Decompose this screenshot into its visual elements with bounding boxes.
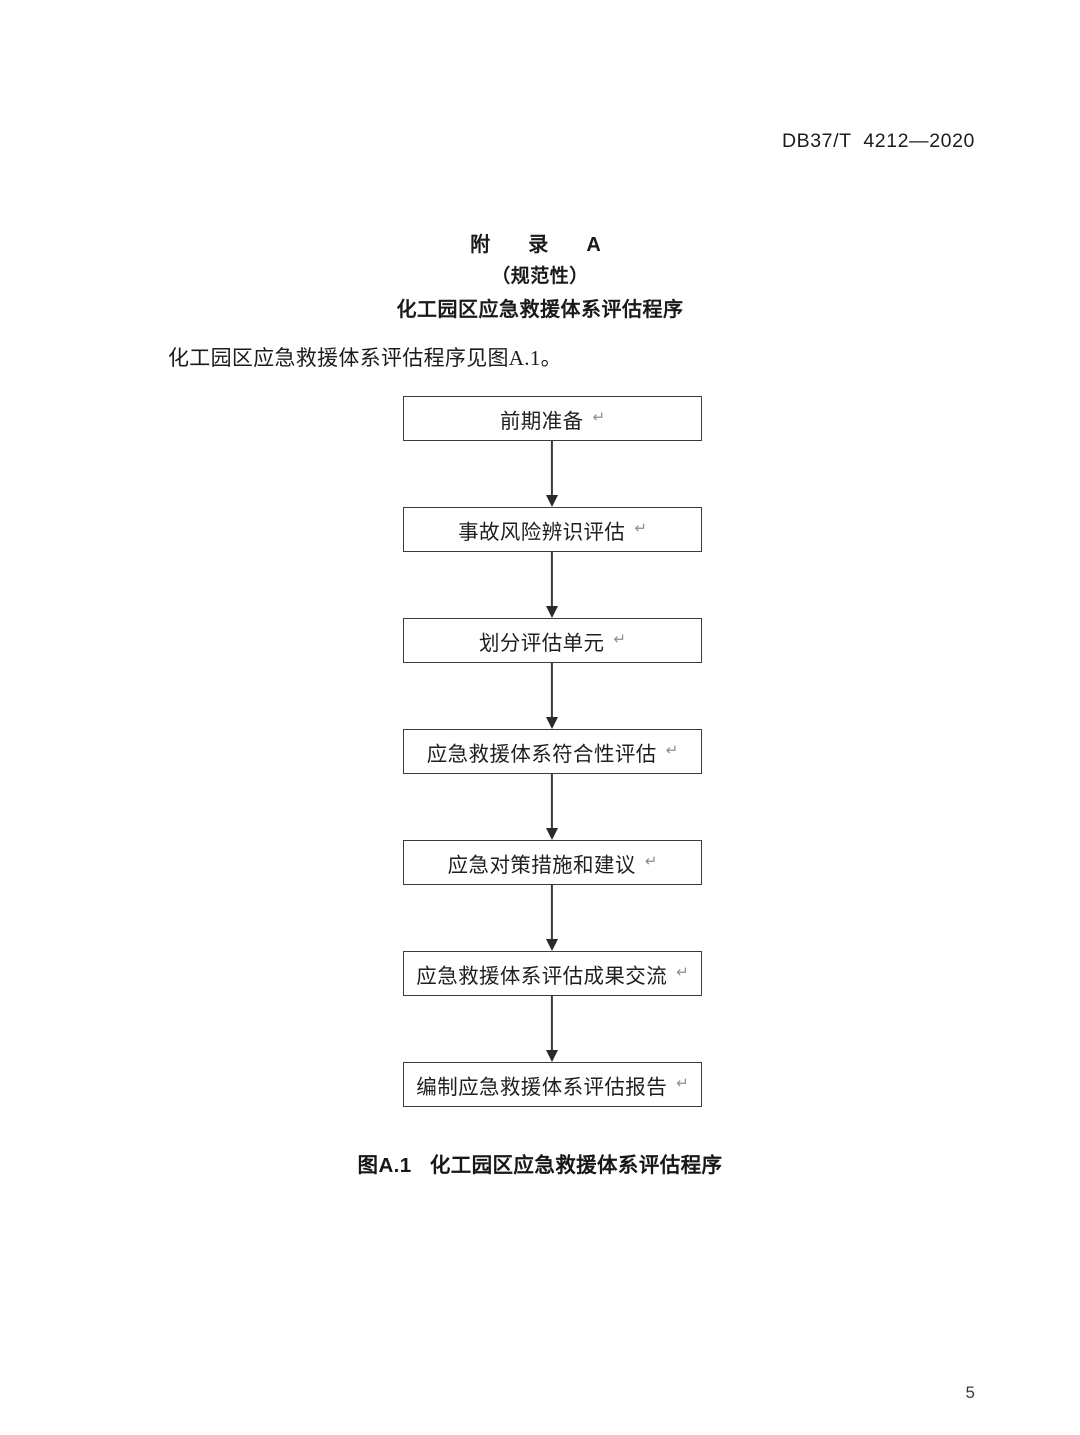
paragraph-return-icon: ↵ <box>644 852 658 870</box>
arrow-shaft <box>550 441 554 498</box>
arrow-head-icon <box>546 828 558 840</box>
flow-node-label: 应急对策措施和建议 <box>447 853 636 877</box>
flow-arrow-connector <box>403 885 702 951</box>
flow-node: 前期准备 ↵ <box>403 396 702 441</box>
flow-node-label: 划分评估单元 <box>479 631 605 655</box>
flow-node-label: 编制应急救援体系评估报告 <box>416 1075 668 1099</box>
arrow-shaft <box>550 885 554 942</box>
evaluation-procedure-flowchart: 前期准备↵事故风险辨识评估↵划分评估单元↵应急救援体系符合性评估↵应急对策措施和… <box>403 396 704 1107</box>
page-number: 5 <box>965 1383 975 1402</box>
arrow-shaft <box>550 774 554 831</box>
flow-arrow-connector <box>403 996 702 1062</box>
paragraph-return-icon: ↵ <box>676 963 689 981</box>
arrow-shaft <box>550 552 554 609</box>
flow-node-label: 应急救援体系符合性评估 <box>426 742 657 766</box>
flow-node: 编制应急救援体系评估报告 ↵ <box>403 1062 702 1107</box>
annex-title-block: 附 录 A （规范性） 化工园区应急救援体系评估程序 <box>0 230 1080 327</box>
flow-node: 划分评估单元 ↵ <box>403 618 702 663</box>
paragraph-return-icon: ↵ <box>665 741 679 759</box>
flow-arrow-connector <box>403 663 702 729</box>
arrow-head-icon <box>546 495 558 507</box>
flow-node: 应急救援体系评估成果交流 ↵ <box>403 951 702 996</box>
flow-node: 应急对策措施和建议 ↵ <box>403 840 702 885</box>
annex-name: 化工园区应急救援体系评估程序 <box>396 299 684 321</box>
flow-node-label: 应急救援体系评估成果交流 <box>416 964 668 988</box>
flow-arrow-connector <box>403 552 702 618</box>
arrow-head-icon <box>546 606 558 618</box>
arrow-head-icon <box>546 1050 558 1062</box>
flow-node: 事故风险辨识评估 ↵ <box>403 507 702 552</box>
flow-arrow-connector <box>403 774 702 840</box>
running-header-standard-number: DB37/T 4212—2020 <box>781 130 975 152</box>
flow-node-label: 前期准备 <box>499 409 584 433</box>
arrow-shaft <box>550 996 554 1053</box>
flow-node: 应急救援体系符合性评估 ↵ <box>403 729 702 774</box>
paragraph-return-icon: ↵ <box>634 519 647 537</box>
arrow-head-icon <box>546 717 558 729</box>
paragraph-return-icon: ↵ <box>676 1074 689 1092</box>
annex-kind: （规范性） <box>491 266 589 287</box>
body-paragraph: 化工园区应急救援体系评估程序见图A.1。 <box>168 346 562 370</box>
paragraph-return-icon: ↵ <box>592 408 606 426</box>
flow-node-label: 事故风险辨识评估 <box>458 520 626 544</box>
figure-caption: 图A.1 化工园区应急救援体系评估程序 <box>357 1154 723 1177</box>
arrow-head-icon <box>546 939 558 951</box>
paragraph-return-icon: ↵ <box>613 630 626 648</box>
flow-arrow-connector <box>403 441 702 507</box>
arrow-shaft <box>550 663 554 720</box>
annex-label: 附 录 A <box>470 234 610 256</box>
